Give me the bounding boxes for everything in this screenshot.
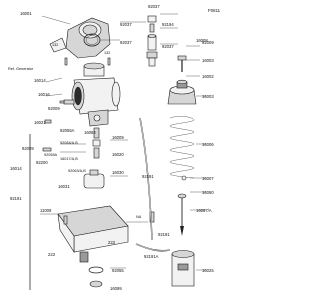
label-16008: 16008 (196, 38, 208, 43)
label-132-b: 132 (104, 51, 110, 55)
main-jet-part (92, 127, 101, 159)
label-16031: 16031 (58, 184, 70, 189)
throttle-valve-part (146, 15, 158, 67)
label-16003: 16003 (202, 58, 214, 63)
label-16021: 16021 (34, 120, 46, 125)
float-chamber-part (57, 205, 129, 263)
label-92009: 92009 (202, 40, 214, 45)
label-16084: 16084 (84, 130, 96, 135)
label-92191-c: 92191 (158, 232, 170, 237)
ref-generator-note: Ref. Generator (8, 67, 34, 71)
cap-part (167, 79, 197, 105)
diagram-code: F0811 (208, 8, 221, 13)
breather-hose-part (29, 117, 171, 290)
carburetor-body-part (59, 62, 121, 127)
label-16002: 16002 (202, 74, 214, 79)
label-16030: 16030 (112, 170, 124, 175)
label-92037: 92037 (148, 4, 160, 9)
label-16007: 16007 (202, 176, 214, 181)
label-92063: 92063/A,B (68, 169, 86, 173)
label-16099: 16099 (110, 286, 122, 291)
label-92037-c: 92037 (120, 40, 132, 45)
label-16020: 16020 (112, 152, 124, 157)
bolt-part (64, 57, 111, 66)
label-223-b: 223 (108, 240, 116, 245)
label-92200: 92200 (36, 160, 48, 165)
label-16009: 16009 (112, 135, 124, 140)
throttle-spring-part (169, 116, 195, 179)
label-16014: 16014 (34, 78, 46, 83)
label-16090: 16090 (202, 190, 214, 195)
label-na: NA (136, 215, 142, 219)
label-92084: 92084/A,B (60, 141, 78, 145)
label-11009: 11009 (40, 208, 52, 213)
label-16003-b: 16003 (202, 94, 214, 99)
jet-needle-part (177, 175, 187, 236)
label-92191a: 92191A (144, 254, 159, 259)
label-92009-c: 92009 (22, 146, 34, 151)
label-16014-b: 16014 (10, 166, 22, 171)
label-16006: 16006 (202, 142, 214, 147)
label-92009-b: 92009 (48, 106, 60, 111)
label-92037-d: 92037 (162, 44, 174, 49)
label-16087: 16087/A (196, 208, 212, 213)
choke-plunger-part (177, 55, 187, 72)
label-132-a: 132 (52, 43, 58, 47)
label-92055a: 92055A (60, 128, 75, 133)
label-92191-b: 92191 (10, 196, 22, 201)
label-92037-b: 92037 (120, 22, 132, 27)
label-92055a-b: 92055A (44, 153, 58, 157)
label-16001: 16001 (20, 11, 32, 16)
part-labels: 16001 92037 92194 16008 92037 132 92037 … (8, 4, 214, 291)
carburetor-exploded-diagram: F0811 (8, 4, 221, 291)
label-92191: 92191 (142, 174, 154, 179)
throttle-slide-part (171, 250, 195, 287)
screw-part (42, 119, 155, 225)
float-part (83, 169, 105, 189)
intake-holder-part (49, 17, 111, 59)
label-16016: 16016 (38, 92, 50, 97)
label-16017: 16017/A,B (60, 157, 78, 161)
label-223-a: 223 (48, 252, 56, 257)
label-92194: 92194 (162, 22, 174, 27)
label-92055: 92055 (112, 268, 124, 273)
leader-lines (40, 13, 206, 271)
label-16025: 16025 (202, 268, 214, 273)
gasket-part (88, 266, 104, 288)
